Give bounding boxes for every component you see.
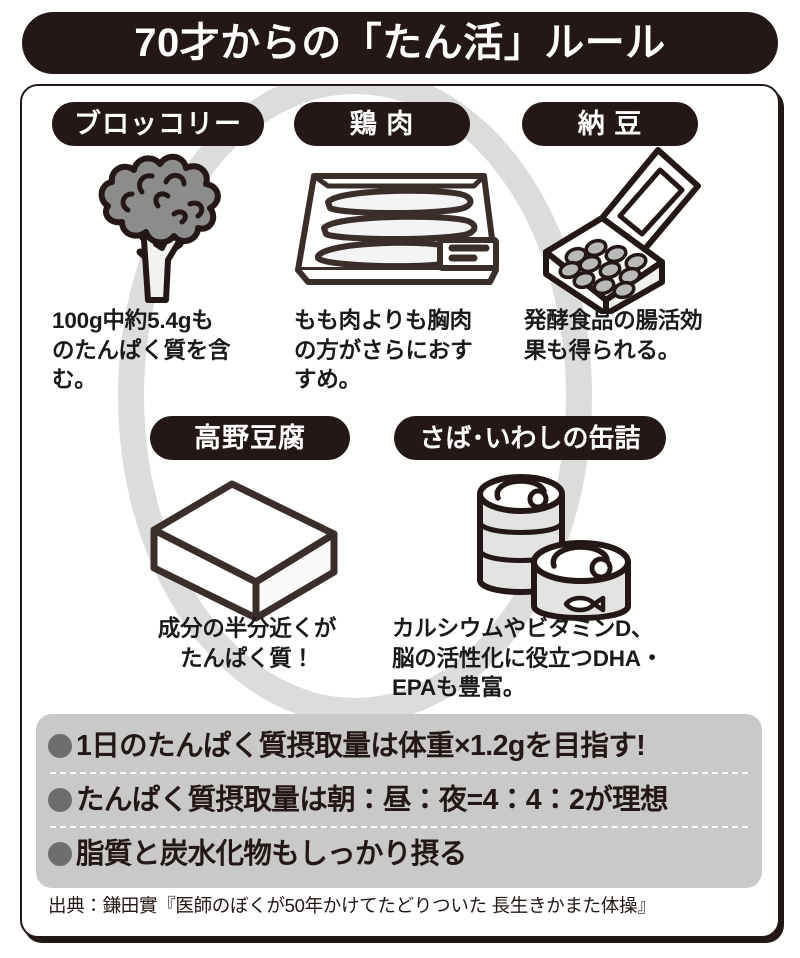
broccoli-icon (98, 153, 221, 303)
food-label-natto: 納 豆 (522, 102, 698, 146)
rule-item-2: たんぱく質摂取量は朝：昼：夜=4：4：2が理想 (36, 774, 762, 826)
chicken-tray-icon (295, 173, 499, 285)
food-description-koya-tofu: 成分の半分近くが たんぱく質！ (157, 616, 337, 671)
rules-box: 1日のたんぱく質摂取量は体重×1.2gを目指す! たんぱく質摂取量は朝：昼：夜=… (36, 714, 762, 888)
tofu-block-icon (150, 480, 338, 622)
rule-text-2: たんぱく質摂取量は朝：昼：夜=4：4：2が理想 (76, 783, 669, 816)
food-label-chicken: 鶏 肉 (294, 102, 470, 146)
rule-divider-2 (50, 826, 748, 828)
rule-text-3: 脂質と炭水化物もしっかり摂る (76, 837, 467, 870)
natto-box-icon (543, 147, 701, 314)
source-citation: 出典：鎌田實『医師のぼくが50年かけてたどりついた 長生きかまた体操』 (48, 895, 656, 916)
food-description-canned-fish: カルシウムやビタミンD、 脳の活性化に役立つDHA・ EPAも豊富。 (392, 616, 664, 701)
bullet-circle-icon (48, 842, 72, 866)
bullet-circle-icon (48, 788, 72, 812)
rule-text-1: 1日のたんぱく質摂取量は体重×1.2gを目指す! (76, 729, 646, 762)
food-label-broccoli: ブロッコリー (52, 102, 264, 146)
food-label-canned-fish: さば･いわしの缶詰 (394, 416, 666, 460)
page-title: 70才からの「たん活」ルール (134, 21, 666, 65)
rule-divider-1 (50, 772, 748, 774)
rule-item-1: 1日のたんぱく質摂取量は体重×1.2gを目指す! (36, 720, 762, 772)
food-description-broccoli: 100g中約5.4gも のたんぱく質を含 む。 (52, 308, 231, 393)
title-bar: 70才からの「たん活」ルール (22, 12, 778, 74)
bullet-circle-icon (48, 734, 72, 758)
rule-item-3: 脂質と炭水化物もしっかり摂る (36, 828, 762, 880)
main-panel: ブロッコリー 100g中約5.4gも のたんぱく質を含 む。 鶏 肉 (20, 84, 780, 938)
food-description-natto: 発酵食品の腸活効 果も得られる。 (524, 308, 703, 363)
food-label-koya-tofu: 高野豆腐 (150, 416, 350, 460)
canned-fish-icon (477, 474, 631, 621)
food-description-chicken: もも肉よりも胸肉 の方がさらにおす すめ。 (294, 308, 473, 393)
